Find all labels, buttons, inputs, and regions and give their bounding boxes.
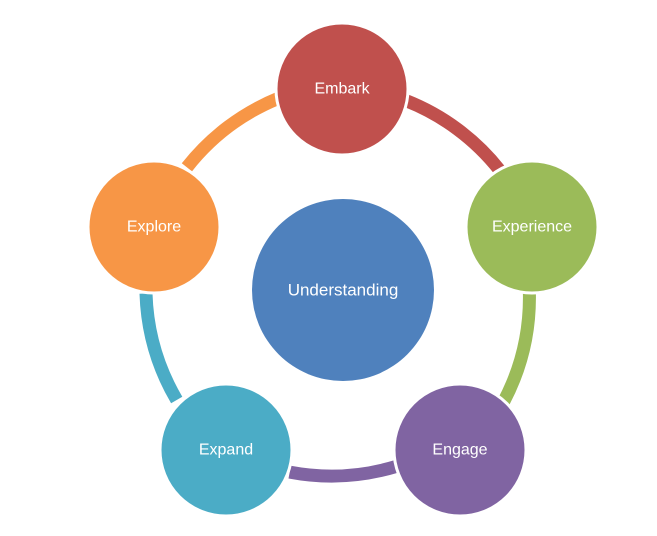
- node-circle-expand: [158, 382, 294, 518]
- connector-arc-experience-to-engage: [497, 293, 536, 406]
- node-embark: Embark: [274, 21, 410, 157]
- node-label-embark: Embark: [314, 81, 370, 98]
- connector-arc-embark-to-experience: [403, 94, 505, 175]
- node-label-expand: Expand: [199, 442, 253, 459]
- connector-arc-expand-to-explore: [139, 293, 183, 404]
- node-label-explore: Explore: [127, 219, 181, 236]
- center-label: Understanding: [288, 281, 399, 300]
- node-label-engage: Engage: [432, 442, 487, 459]
- connector-arc-engage-to-expand: [288, 460, 398, 483]
- node-expand: Expand: [158, 382, 294, 518]
- node-explore: Explore: [86, 159, 222, 295]
- center-node: Understanding: [252, 199, 434, 381]
- center-circle: [252, 199, 434, 381]
- node-circle-engage: [392, 382, 528, 518]
- node-circle-embark: [274, 21, 410, 157]
- node-circle-experience: [464, 159, 600, 295]
- node-label-experience: Experience: [492, 219, 572, 236]
- node-circle-explore: [86, 159, 222, 295]
- connector-arcs: [139, 92, 536, 483]
- node-experience: Experience: [464, 159, 600, 295]
- connector-arc-explore-to-embark: [181, 92, 281, 172]
- node-engage: Engage: [392, 382, 528, 518]
